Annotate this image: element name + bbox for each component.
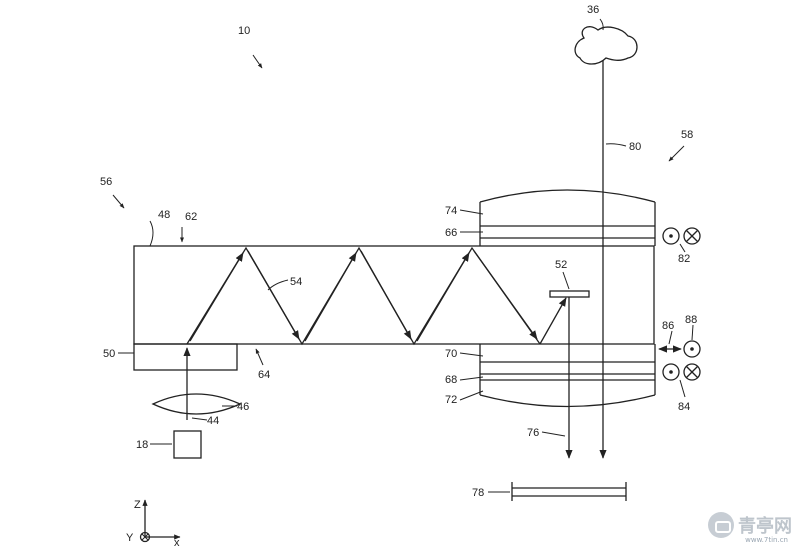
label-82: 82 (678, 253, 690, 265)
polarization-88 (658, 340, 701, 358)
leader-44 (191, 417, 208, 421)
y-axis-into-page-icon (139, 531, 151, 543)
label-10: 10 (238, 25, 250, 37)
watermark-logo-icon (708, 512, 734, 538)
waveguide-48 (133, 245, 655, 345)
label-44: 44 (207, 415, 219, 427)
leader-56 (112, 194, 125, 209)
leader-58 (668, 145, 685, 162)
label-36: 36 (587, 4, 599, 16)
ray-to-52 (539, 297, 567, 345)
label-76: 76 (527, 427, 539, 439)
label-62: 62 (185, 211, 197, 223)
leader-64 (255, 348, 264, 366)
leader-84 (679, 379, 686, 398)
light-path-54 (186, 246, 541, 346)
label-84: 84 (678, 401, 690, 413)
object-36 (574, 26, 638, 65)
leader-36 (599, 18, 604, 31)
ray-down-3 (473, 250, 538, 340)
projector-18 (173, 430, 202, 459)
label-72: 72 (445, 394, 457, 406)
label-64: 64 (258, 369, 270, 381)
label-74: 74 (445, 205, 457, 217)
axis-label-x: x (174, 537, 180, 546)
coordinate-axes: Z Y x (126, 499, 181, 546)
label-18: 18 (136, 439, 148, 451)
label-78: 78 (472, 487, 484, 499)
leader-88 (691, 324, 694, 341)
label-70: 70 (445, 348, 457, 360)
leader-52 (562, 271, 570, 290)
watermark-brand: 青亭网 (738, 516, 792, 537)
axis-label-y: Y (126, 532, 134, 544)
leader-74 (459, 209, 484, 215)
label-52: 52 (555, 259, 567, 271)
leader-54 (267, 279, 289, 291)
watermark-site: www.7tin.cn (745, 536, 788, 544)
watermark: 青亭网 (708, 512, 792, 538)
leader-68 (459, 376, 484, 381)
input-coupler-50 (133, 343, 238, 371)
label-58: 58 (681, 129, 693, 141)
axis-label-z: Z (134, 499, 141, 511)
leader-70 (459, 352, 484, 357)
label-50: 50 (103, 348, 115, 360)
ray-up-3 (416, 252, 470, 342)
ray-down-1 (247, 250, 300, 340)
ray-down-2 (360, 250, 412, 340)
leader-48 (149, 220, 154, 247)
label-54: 54 (290, 276, 302, 288)
leader-86 (668, 330, 673, 345)
leader-82 (679, 243, 686, 253)
ray-up-1 (189, 252, 244, 342)
label-88: 88 (685, 314, 697, 326)
label-56: 56 (100, 176, 112, 188)
leader-80 (605, 143, 627, 147)
label-66: 66 (445, 227, 457, 239)
label-80: 80 (629, 141, 641, 153)
lens-72-bottom-curve (479, 394, 656, 408)
label-68: 68 (445, 374, 457, 386)
label-86: 86 (662, 320, 674, 332)
polarization-82 (662, 227, 701, 245)
outcoupler-52 (549, 290, 590, 298)
label-46: 46 (237, 401, 249, 413)
label-48: 48 (158, 209, 170, 221)
lens-46 (151, 393, 242, 415)
lens-74-top-curve (479, 189, 656, 203)
leader-76 (541, 431, 566, 437)
leader-72 (459, 390, 484, 401)
ray-up-2 (304, 252, 357, 342)
leader-10 (252, 54, 263, 69)
polarization-84 (662, 363, 701, 381)
